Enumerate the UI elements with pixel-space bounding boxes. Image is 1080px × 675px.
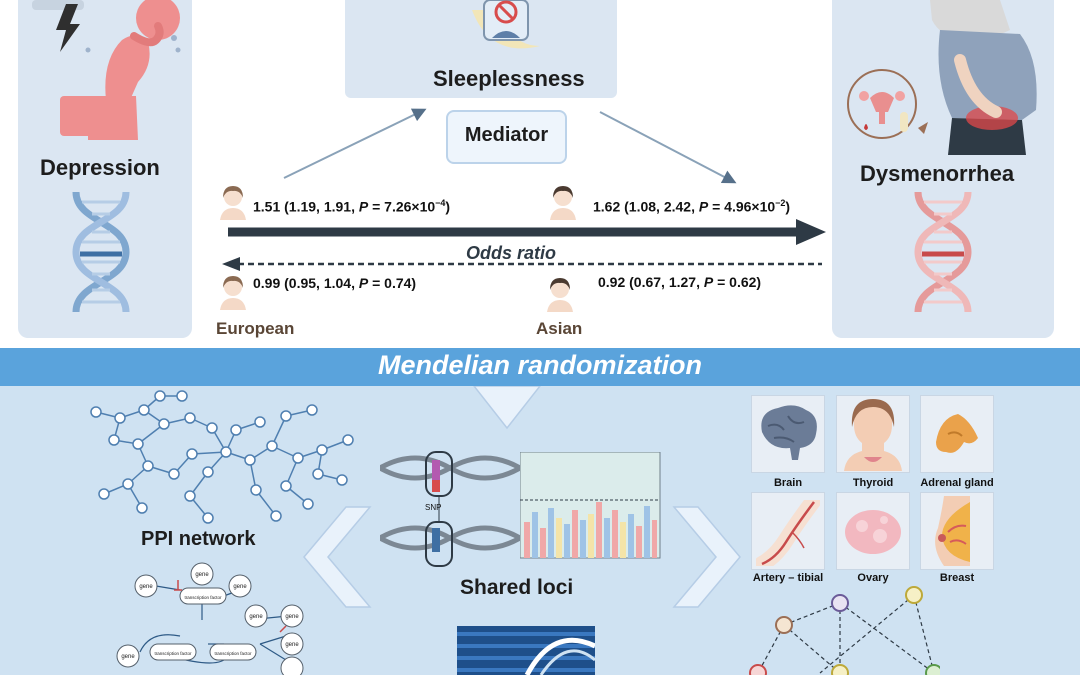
exposure-label: Depression	[40, 155, 160, 180]
tissue-label-ovary: Ovary	[857, 572, 889, 584]
mediator-node-label: Sleeplessness	[433, 66, 585, 91]
breast-icon	[935, 496, 970, 566]
down-chevron-icon	[473, 386, 541, 430]
dna-red-icon	[914, 192, 972, 312]
gene-regulation-graphic: gene gene gene gene gene gene gene trans…	[116, 562, 304, 675]
tissue-label-artery: Artery – tibial	[752, 572, 824, 584]
adrenal-gland-icon	[936, 414, 978, 453]
tissue-label-brain: Brain	[773, 477, 803, 489]
mediator-tag	[446, 110, 567, 164]
expression-heatmap-graphic	[457, 626, 595, 675]
gene-node: gene	[285, 642, 299, 648]
method-banner	[0, 348, 1080, 386]
thyroid-icon	[844, 399, 902, 471]
reverse-european-or: 0.99 (0.95, 1.04, P = 0.74)	[253, 275, 417, 291]
ppi-network-label: PPI network	[141, 528, 256, 550]
causal-arrows	[222, 108, 826, 271]
snp-label: SNP	[425, 503, 442, 512]
tf-node: transcription factor	[154, 651, 192, 656]
right-chevron-icon	[672, 506, 741, 608]
tissue-label-adrenal: Adrenal gland	[920, 477, 994, 489]
odds-ratio-label: Odds ratio	[466, 243, 557, 263]
european-person-icon-reverse	[220, 276, 246, 310]
european-person-icon	[220, 186, 246, 220]
gene-node: gene	[195, 572, 209, 578]
tissue-network-graphic	[749, 586, 940, 675]
asian-person-icon	[550, 186, 576, 220]
forward-european-or: 1.51 (1.19, 1.91, P = 7.26×10−4)	[253, 198, 451, 215]
asian-person-icon-reverse	[547, 278, 573, 312]
ovary-icon	[845, 510, 901, 554]
sleepless-icon	[472, 0, 540, 49]
gene-node: gene	[233, 584, 247, 590]
outcome-label: Dysmenorrhea	[860, 161, 1015, 186]
population-asian-label: Asian	[536, 319, 583, 338]
reverse-asian-or: 0.92 (0.67, 1.27, P = 0.62)	[598, 274, 762, 290]
forward-asian-or: 1.62 (1.08, 2.42, P = 4.96×10−2)	[593, 198, 791, 215]
tissue-label-breast: Breast	[939, 572, 975, 584]
gene-node: gene	[139, 584, 153, 590]
population-european-label: European	[216, 319, 295, 338]
dysmenorrhea-figure-icon	[847, 0, 1037, 155]
gene-node: gene	[285, 614, 299, 620]
dna-blue-icon	[72, 192, 130, 312]
brain-icon	[761, 405, 817, 460]
tissue-label-thyroid: Thyroid	[852, 477, 894, 489]
tf-node: transcription factor	[184, 595, 222, 600]
tf-node: transcription factor	[214, 651, 252, 656]
depression-figure-icon	[32, 0, 181, 140]
left-chevron-icon	[303, 506, 372, 608]
ppi-network-graphic	[90, 390, 354, 524]
mediator-tag-label: Mediator	[464, 124, 549, 146]
method-banner-title: Mendelian randomization	[377, 350, 703, 380]
gene-node: gene	[121, 654, 135, 660]
snp-dna-graphic	[380, 451, 520, 567]
gene-node: gene	[249, 614, 263, 620]
shared-loci-label: Shared loci	[460, 576, 574, 599]
manhattan-plot-graphic	[520, 452, 661, 559]
artery-icon	[756, 500, 820, 566]
